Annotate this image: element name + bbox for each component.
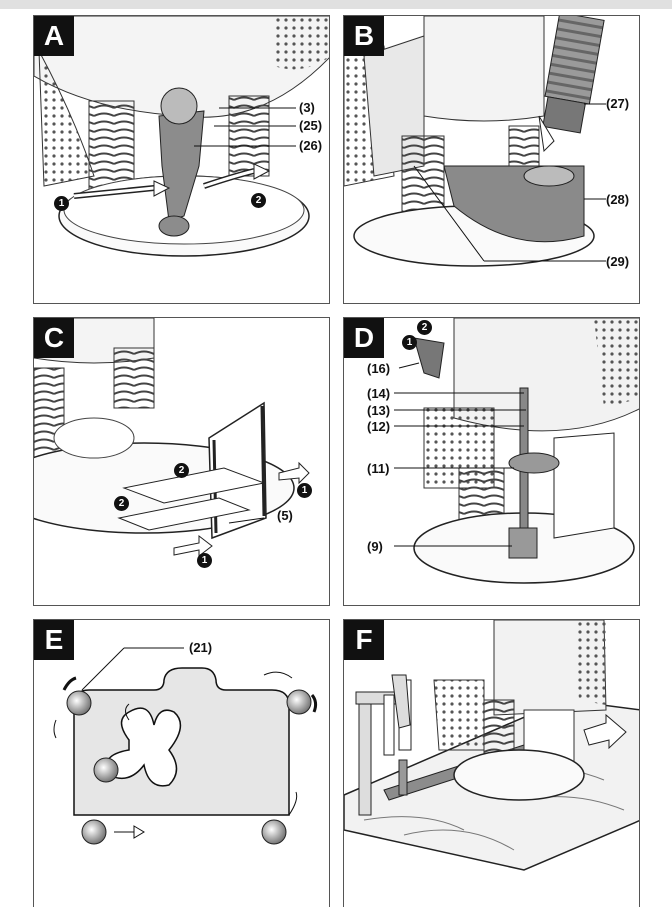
callout-21: (21)	[189, 640, 213, 655]
step-badge-2: 2	[417, 320, 432, 335]
top-strip	[0, 0, 672, 9]
router-wrench-illustration	[34, 16, 329, 257]
step-badge-1: 1	[54, 196, 69, 211]
panel-letter: D	[344, 318, 384, 358]
figure-panel-a: A (3) (25) (26) 1 2	[33, 15, 330, 304]
step-badge-1b: 1	[197, 553, 212, 568]
figure-panel-b: B (27) (28) (29)	[343, 15, 640, 304]
panel-letter: C	[34, 318, 74, 358]
parallel-guide-illustration	[34, 318, 310, 558]
dust-extraction-illustration	[344, 16, 606, 267]
guide-rail-clamp-illustration	[344, 620, 639, 871]
template-routing-illustration	[53, 647, 318, 845]
callout-25: (25)	[299, 118, 323, 133]
panel-letter: E	[34, 620, 74, 660]
step-badge-1: 1	[402, 335, 417, 350]
callout-3: (3)	[299, 100, 315, 115]
depth-stop-illustration	[394, 318, 639, 584]
callout-12: (12)	[367, 419, 391, 434]
callout-28: (28)	[606, 192, 630, 207]
step-badge-1a: 1	[297, 483, 312, 498]
callout-29: (29)	[606, 254, 630, 269]
figure-panel-f: F	[343, 619, 640, 907]
callout-14: (14)	[367, 386, 391, 401]
panel-letter: A	[34, 16, 74, 56]
callout-9: (9)	[367, 539, 383, 554]
callout-27: (27)	[606, 96, 630, 111]
figure-panel-d: D (16) (14) (13) (12) (11) (9) 2 1	[343, 317, 640, 606]
callout-26: (26)	[299, 138, 323, 153]
step-badge-2a: 2	[174, 463, 189, 478]
step-badge-2b: 2	[114, 496, 129, 511]
callout-16: (16)	[367, 361, 391, 376]
callout-5: (5)	[277, 508, 293, 523]
panel-letter: B	[344, 16, 384, 56]
panel-letter: F	[344, 620, 384, 660]
callout-13: (13)	[367, 403, 391, 418]
callout-11: (11)	[367, 461, 390, 476]
figure-panel-e: E (21)	[33, 619, 330, 907]
figure-panel-c: C (5) 2 2 1 1	[33, 317, 330, 606]
step-badge-2: 2	[251, 193, 266, 208]
